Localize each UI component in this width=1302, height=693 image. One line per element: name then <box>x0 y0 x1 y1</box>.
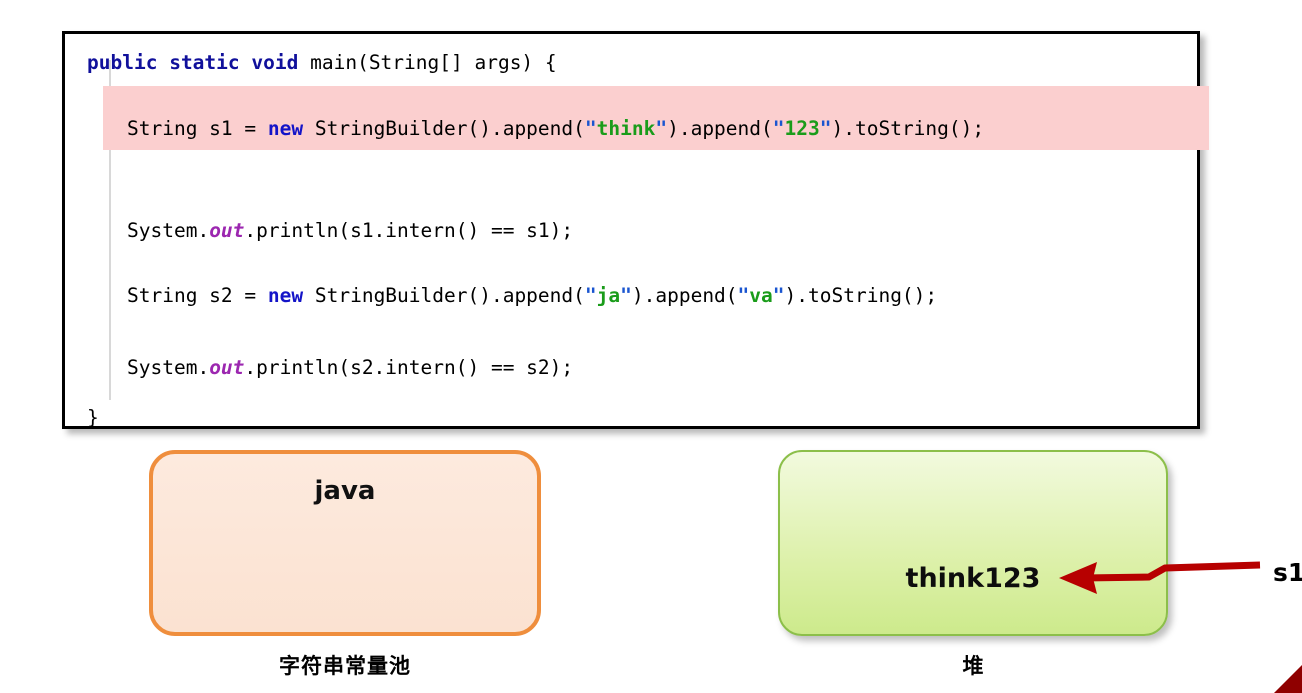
code-line: public static void main(String[] args) { <box>87 52 557 73</box>
code-token: " <box>584 284 597 307</box>
corner-triangle-marker <box>1274 665 1302 693</box>
code-token: StringBuilder().append( <box>303 117 585 140</box>
code-token: " <box>819 117 832 140</box>
code-token: System. <box>127 356 210 379</box>
code-token: .println(s2.intern() == s2); <box>244 356 574 379</box>
heap-object-value: think123 <box>905 563 1041 594</box>
s1-reference-label: s1 <box>1273 558 1302 587</box>
code-token: System. <box>127 219 210 242</box>
code-token <box>240 51 252 74</box>
code-token: ).append( <box>631 284 738 307</box>
code-token: 123 <box>784 117 820 140</box>
code-token <box>157 51 169 74</box>
code-line: System.out.println(s1.intern() == s1); <box>127 220 573 241</box>
code-token: new <box>267 284 304 307</box>
highlighted-line-band <box>103 86 1209 150</box>
code-token: " <box>584 117 597 140</box>
code-token: void <box>251 51 299 74</box>
code-content: public static void main(String[] args) {… <box>65 34 1197 428</box>
code-token: } <box>87 406 99 429</box>
code-token: " <box>655 117 668 140</box>
string-pool-caption: 字符串常量池 <box>279 654 411 678</box>
code-token: new <box>267 117 304 140</box>
code-token: " <box>772 117 785 140</box>
code-token: public <box>87 51 158 74</box>
indent-guide-line <box>109 60 111 400</box>
code-token: ).toString(); <box>831 117 985 140</box>
code-line: String s1 = new StringBuilder().append("… <box>127 118 984 139</box>
code-token: ).toString(); <box>784 284 938 307</box>
code-token: think <box>596 117 656 140</box>
code-token: ).append( <box>667 117 773 140</box>
code-token: va <box>749 284 773 307</box>
string-constant-pool-box: java <box>149 450 541 636</box>
code-token: .println(s1.intern() == s1); <box>244 219 574 242</box>
code-line: String s2 = new StringBuilder().append("… <box>127 285 937 306</box>
code-editor-panel: public static void main(String[] args) {… <box>62 31 1209 429</box>
code-line: System.out.println(s2.intern() == s2); <box>127 357 573 378</box>
code-token: " <box>620 284 632 307</box>
code-token: out <box>209 219 245 242</box>
string-pool-value: java <box>314 476 376 506</box>
code-token: out <box>209 356 245 379</box>
code-token: " <box>772 284 785 307</box>
code-token: String s1 = <box>127 117 268 140</box>
code-line: } <box>87 407 99 428</box>
code-token: StringBuilder().append( <box>303 284 585 307</box>
heap-caption: 堆 <box>962 654 984 678</box>
heap-box: think123 <box>778 450 1168 636</box>
code-token: " <box>737 284 750 307</box>
code-token: String s2 = <box>127 284 268 307</box>
code-token: main(String[] args) { <box>298 51 557 74</box>
code-token: static <box>169 51 240 74</box>
reference-arrow-icon <box>1059 561 1261 594</box>
code-token: ja <box>596 284 621 307</box>
